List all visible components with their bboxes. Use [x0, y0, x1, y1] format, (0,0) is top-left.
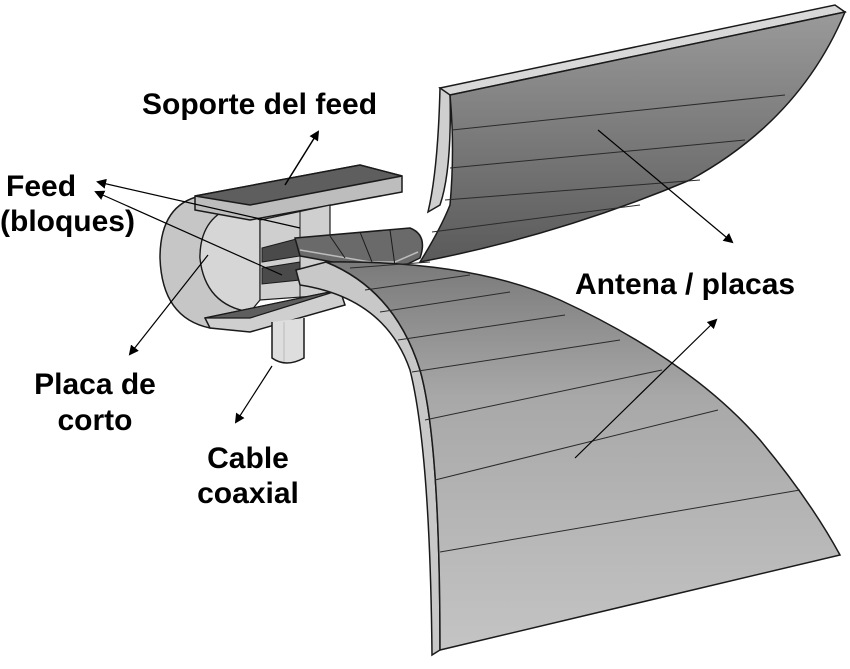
label-feed-line2: (bloques) [0, 205, 135, 238]
label-cable-line2: coaxial [197, 477, 299, 510]
arrow-antenna-lower [574, 318, 718, 459]
label-cable-line1: Cable [207, 442, 289, 475]
arrow-feed-lower [94, 190, 283, 276]
arrow-feed-support [284, 130, 320, 186]
lower-antenna-plate [295, 261, 842, 657]
arrow-feed-upper [96, 178, 301, 229]
coaxial-cable [271, 318, 305, 364]
label-short-line2: corto [57, 404, 133, 437]
label-feed-support: Soporte del feed [142, 88, 378, 121]
label-antenna: Antena / placas [575, 268, 796, 301]
label-short-line1: Placa de [34, 368, 156, 401]
arrow-coaxial-cable [234, 365, 273, 424]
callout-arrows [94, 129, 734, 459]
label-feed-line1: Feed [6, 170, 77, 203]
upper-antenna-plate [418, 4, 847, 264]
arrow-antenna-upper [597, 129, 734, 244]
arrow-short-plate [128, 254, 209, 356]
